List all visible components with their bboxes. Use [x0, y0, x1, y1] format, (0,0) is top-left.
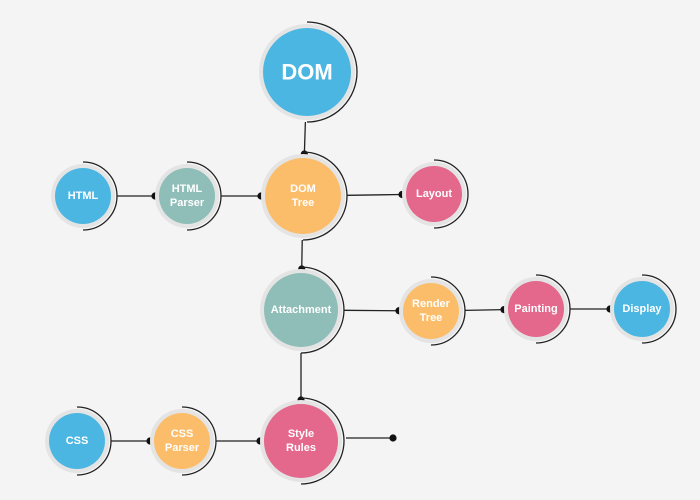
node-dom-tree: DOM Tree	[261, 151, 348, 241]
node-label: CSS	[171, 428, 194, 440]
node-label: Tree	[420, 312, 443, 324]
node-outline-arc	[76, 406, 112, 476]
node-circle	[264, 404, 338, 478]
node-circle	[263, 28, 351, 116]
node-label: DOM	[290, 183, 316, 195]
node-label: Style	[288, 428, 314, 440]
node-label: CSS	[66, 435, 89, 447]
node-outline-arc	[433, 159, 469, 229]
nodes: DOM HTML HTML Parser DOM Tree LayoutAttachment…	[45, 21, 677, 485]
node-circle	[406, 166, 462, 222]
node-label: HTML	[172, 183, 203, 195]
node-outline-arc	[535, 274, 571, 344]
node-painting: Painting	[504, 274, 571, 344]
node-label: Layout	[416, 188, 452, 200]
node-outline-arc	[306, 21, 358, 123]
node-label: Attachment	[271, 304, 332, 316]
node-outline-arc	[181, 406, 217, 476]
node-css-parser: CSS Parser	[150, 406, 217, 476]
node-circle	[403, 283, 459, 339]
node-circle	[264, 273, 338, 347]
node-html-parser: HTML Parser	[155, 161, 222, 231]
node-circle	[508, 281, 564, 337]
node-label: Rules	[286, 442, 316, 454]
node-outline-arc	[641, 274, 677, 344]
node-dom: DOM	[259, 21, 358, 123]
node-css: CSS	[45, 406, 112, 476]
node-attachment: Attachment	[260, 266, 345, 354]
node-label: Painting	[514, 303, 557, 315]
node-label: Display	[622, 303, 662, 315]
connector-end-dot	[389, 434, 397, 442]
node-outline-arc	[430, 276, 466, 346]
node-circle	[159, 168, 215, 224]
node-outline-arc	[300, 397, 345, 485]
connector-render-tree-to-painting	[464, 308, 505, 312]
node-label: HTML	[68, 190, 99, 202]
node-display: Display	[610, 274, 677, 344]
connector-dom-tree-to-layout	[346, 193, 403, 196]
node-circle	[55, 168, 111, 224]
node-label: Tree	[292, 197, 315, 209]
node-circle	[154, 413, 210, 469]
node-outline-arc	[82, 161, 118, 231]
node-label: Render	[412, 298, 451, 310]
node-circle	[614, 281, 670, 337]
node-html: HTML	[51, 161, 118, 231]
node-outline-arc	[300, 266, 345, 354]
node-label: DOM	[281, 60, 332, 85]
node-label: Parser	[170, 197, 205, 209]
connector-dom-to-dom-tree	[303, 121, 307, 155]
node-label: Parser	[165, 442, 200, 454]
node-layout: Layout	[402, 159, 469, 229]
node-outline-arc	[302, 151, 348, 241]
connector-dom-tree-to-attachment	[301, 239, 303, 270]
node-circle	[49, 413, 105, 469]
node-circle	[265, 158, 341, 234]
node-outline-arc	[186, 161, 222, 231]
